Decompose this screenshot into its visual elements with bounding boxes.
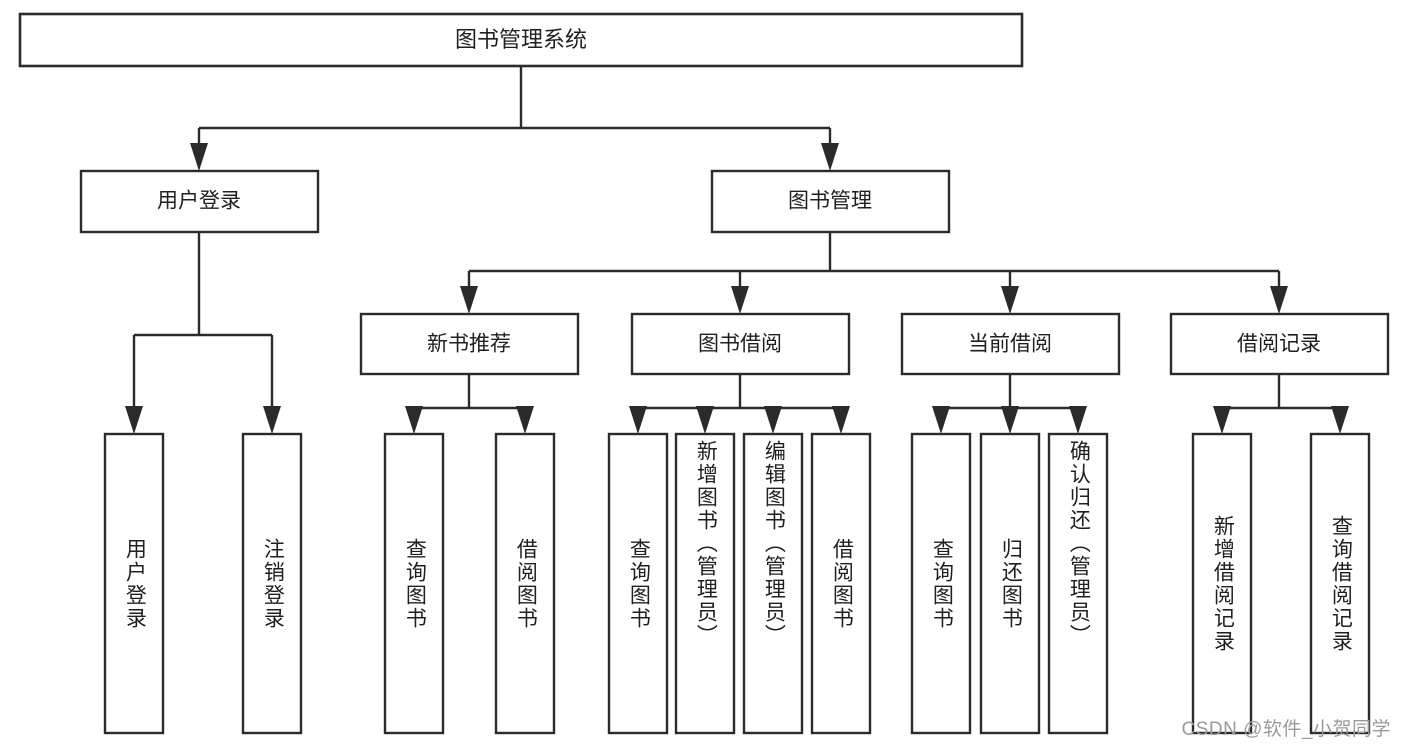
node-new-book-recommend[interactable]: 新书推荐	[359, 312, 580, 376]
leaf-add-record-box[interactable]	[1191, 432, 1253, 735]
arrowhead-leaf-query-book-1	[405, 406, 423, 434]
leaf-query-book-3-box[interactable]	[910, 432, 972, 735]
node-borrow-record-label: 借阅记录	[1237, 333, 1321, 356]
leaf-query-book-2-box[interactable]	[607, 432, 669, 735]
arrowhead-current-borrow	[1001, 286, 1019, 314]
leaf-user-logout-box[interactable]	[241, 432, 303, 735]
connector-group-user-login	[125, 232, 281, 434]
leaf-query-record-box[interactable]	[1309, 432, 1371, 735]
arrowhead-leaf-borrow-book-1	[516, 406, 534, 434]
node-book-manage-label: 图书管理	[788, 190, 872, 213]
node-root-box[interactable]	[18, 12, 1024, 68]
arrowhead-user-login	[190, 143, 208, 171]
leaf-return-book-box[interactable]	[979, 432, 1041, 735]
arrowhead-book-manage	[821, 143, 839, 171]
node-root-label: 图书管理系统	[455, 27, 587, 52]
node-user-login-label: 用户登录	[157, 190, 241, 213]
arrowhead-book-borrow	[731, 286, 749, 314]
leaf-add-book-box[interactable]	[674, 432, 736, 735]
node-current-borrow[interactable]: 当前借阅	[900, 312, 1121, 376]
connector-group-book-manage	[460, 232, 1288, 314]
connector-group-book-borrow	[629, 374, 850, 434]
node-user-login-box[interactable]	[79, 169, 320, 234]
node-book-manage-box[interactable]	[710, 169, 951, 234]
leaf-borrow-book-2-box[interactable]	[810, 432, 872, 735]
arrowhead-leaf-user-logout	[263, 406, 281, 434]
connector-group-current-borrow	[932, 374, 1087, 434]
node-current-borrow-box[interactable]	[900, 312, 1121, 376]
node-current-borrow-label: 当前借阅	[968, 333, 1052, 356]
node-book-borrow-label: 图书借阅	[698, 333, 782, 356]
connector-group-new-book-recommend	[405, 374, 534, 434]
node-new-book-recommend-box[interactable]	[359, 312, 580, 376]
node-book-manage[interactable]: 图书管理	[710, 169, 951, 234]
arrowhead-leaf-return-book	[1001, 406, 1019, 434]
arrowhead-leaf-query-book-2	[629, 406, 647, 434]
arrowhead-leaf-add-record	[1213, 406, 1231, 434]
arrowhead-leaf-confirm-return	[1069, 406, 1087, 434]
arrowhead-leaf-query-record	[1331, 406, 1349, 434]
arrowhead-leaf-borrow-book-2	[832, 406, 850, 434]
connector-group-borrow-record	[1213, 374, 1349, 434]
leaf-confirm-return-box[interactable]	[1047, 432, 1109, 735]
node-user-login[interactable]: 用户登录	[79, 169, 320, 234]
leaf-edit-book-box[interactable]	[742, 432, 804, 735]
node-root[interactable]: 图书管理系统	[18, 12, 1024, 68]
node-new-book-recommend-label: 新书推荐	[427, 333, 511, 356]
connector-group-root	[190, 66, 839, 171]
node-borrow-record-box[interactable]	[1169, 312, 1390, 376]
arrowhead-leaf-user-login	[125, 406, 143, 434]
leaf-box-group	[103, 432, 1371, 735]
node-book-borrow[interactable]: 图书借阅	[630, 312, 851, 376]
node-borrow-record[interactable]: 借阅记录	[1169, 312, 1390, 376]
arrowhead-leaf-query-book-3	[932, 406, 950, 434]
arrowhead-leaf-add-book	[696, 406, 714, 434]
leaf-borrow-book-1-box[interactable]	[494, 432, 556, 735]
arrowhead-new-book-recommend	[460, 286, 478, 314]
arrowhead-borrow-record	[1270, 286, 1288, 314]
watermark-text: CSDN @软件_小贺同学	[1181, 719, 1391, 740]
leaf-query-book-1-box[interactable]	[383, 432, 445, 735]
arrowhead-leaf-edit-book	[764, 406, 782, 434]
node-book-borrow-box[interactable]	[630, 312, 851, 376]
leaf-user-login-box[interactable]	[103, 432, 165, 735]
